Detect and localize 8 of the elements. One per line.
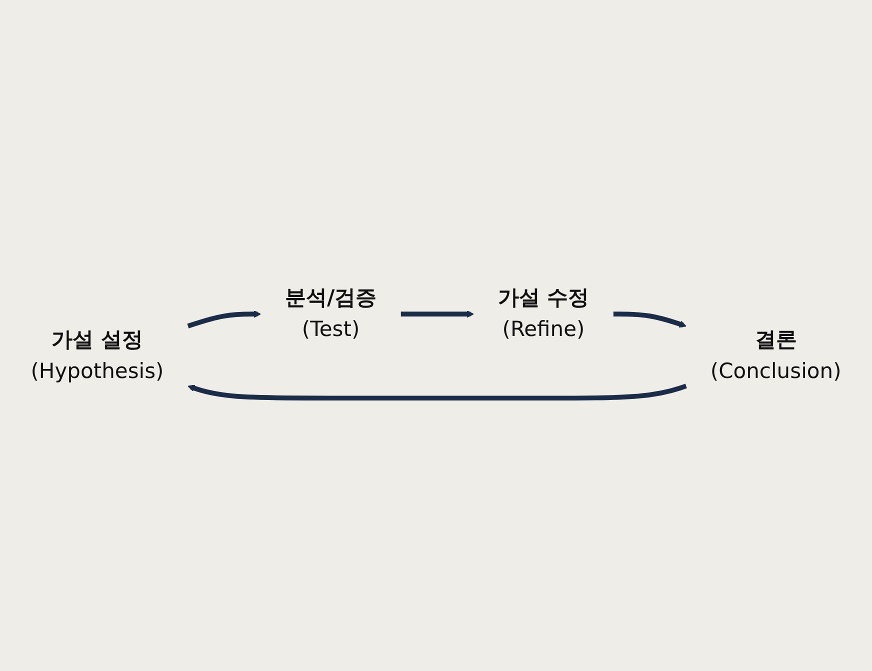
- arrow: [188, 384, 687, 401]
- node-text: 결론 (Conclusion): [710, 328, 842, 384]
- arrow: [400, 310, 474, 318]
- node-text: 가설 수정 (Refine): [498, 286, 590, 342]
- node-text: 분석/검증 (Test): [284, 286, 377, 342]
- arrow: [613, 312, 686, 328]
- node-text: 가설 설정 (Hypothesis): [30, 328, 164, 384]
- arrow: [187, 310, 262, 329]
